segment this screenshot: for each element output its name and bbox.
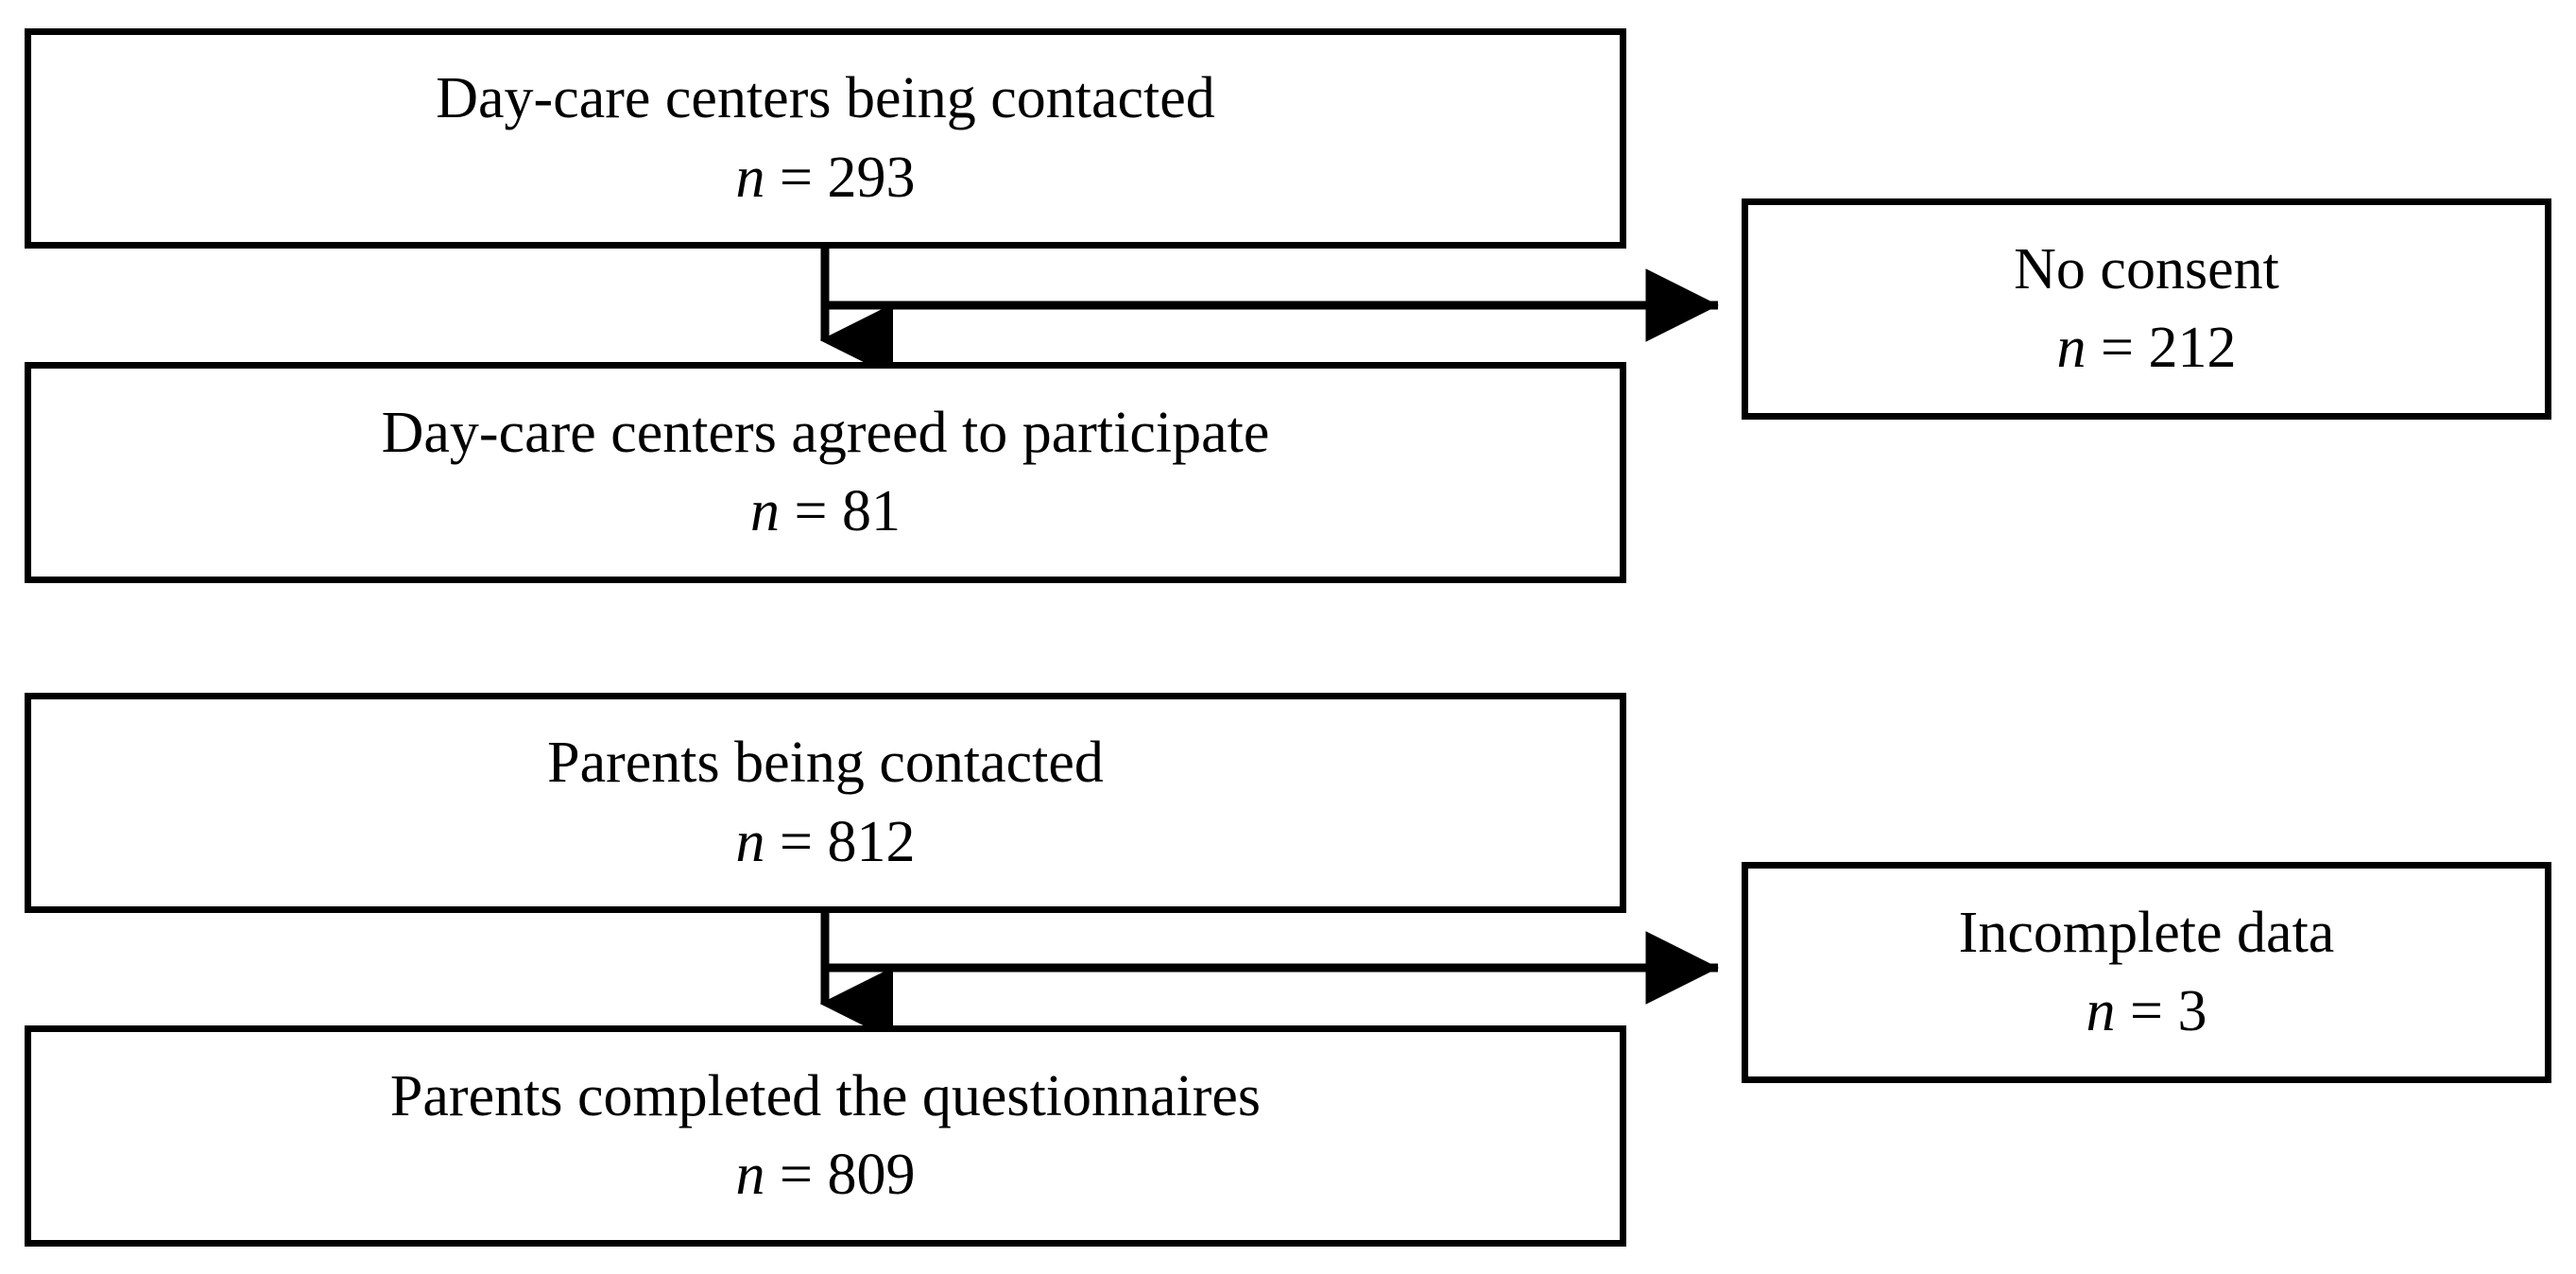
n-symbol: n	[2086, 979, 2116, 1043]
box-parents-completed-questionnaires: Parents completed the questionnaires n =…	[25, 1025, 1626, 1247]
box-title: Day-care centers agreed to participate	[381, 400, 1270, 465]
box-title: No consent	[2014, 236, 2279, 301]
count-value: 3	[2177, 979, 2207, 1043]
equals-symbol: =	[780, 145, 813, 210]
n-symbol: n	[735, 1143, 765, 1207]
box-count: n = 81	[750, 477, 901, 546]
equals-symbol: =	[780, 1143, 813, 1207]
n-symbol: n	[735, 145, 765, 210]
equals-symbol: =	[2130, 979, 2163, 1043]
box-no-consent: No consent n = 212	[1742, 198, 2551, 420]
box-count: n = 3	[2087, 977, 2207, 1046]
count-value: 81	[841, 479, 901, 543]
count-value: 812	[827, 809, 916, 874]
n-symbol: n	[2056, 316, 2087, 380]
box-count: n = 293	[736, 144, 916, 213]
box-incomplete-data: Incomplete data n = 3	[1742, 862, 2551, 1083]
count-value: 293	[827, 145, 916, 210]
box-title: Parents completed the questionnaires	[389, 1063, 1262, 1128]
box-daycare-centers-agreed: Day-care centers agreed to participate n…	[25, 362, 1626, 583]
box-title: Day-care centers being contacted	[436, 66, 1215, 131]
box-daycare-centers-contacted: Day-care centers being contacted n = 293	[25, 28, 1626, 249]
equals-symbol: =	[780, 809, 813, 874]
equals-symbol: =	[2101, 316, 2134, 380]
n-symbol: n	[735, 809, 765, 874]
box-count: n = 809	[736, 1141, 916, 1210]
count-value: 212	[2148, 316, 2237, 380]
n-symbol: n	[750, 479, 781, 543]
equals-symbol: =	[794, 479, 828, 543]
box-title: Parents being contacted	[547, 731, 1104, 796]
count-value: 809	[827, 1143, 916, 1207]
box-count: n = 212	[2057, 314, 2237, 383]
box-count: n = 812	[736, 808, 916, 877]
box-parents-contacted: Parents being contacted n = 812	[25, 693, 1626, 913]
box-title: Incomplete data	[1958, 900, 2335, 965]
